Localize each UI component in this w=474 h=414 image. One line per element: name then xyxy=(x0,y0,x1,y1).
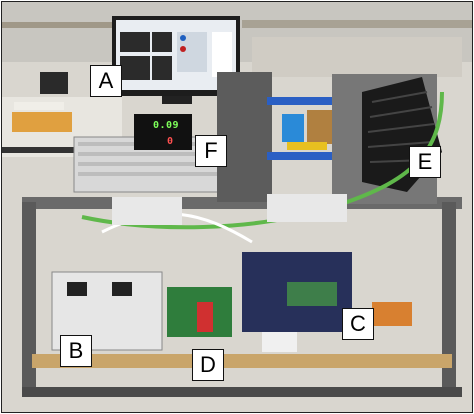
panel-sockets xyxy=(14,102,64,110)
monitor-stand xyxy=(162,96,192,104)
label-a: A xyxy=(90,65,122,97)
orange-board xyxy=(12,112,72,132)
orange-module xyxy=(372,302,412,326)
meter-top-readout: 0.09 xyxy=(153,120,180,131)
drive-box-right xyxy=(267,194,347,222)
back-shelf-left xyxy=(2,22,112,28)
red-relay xyxy=(197,302,213,332)
label-f: F xyxy=(195,135,227,167)
coupling xyxy=(282,114,304,142)
drive-box-left xyxy=(112,197,182,225)
bench-bottom-beam xyxy=(22,387,462,397)
screen-plot-4 xyxy=(152,56,172,80)
meter-bottom-readout: 0 xyxy=(167,136,174,147)
back-shelf-right xyxy=(242,20,472,28)
fan-box xyxy=(40,72,68,94)
bench-right-leg xyxy=(442,202,456,392)
screen-controls xyxy=(212,32,232,77)
wood-shelf xyxy=(32,354,452,368)
right-bench-items xyxy=(252,37,462,77)
control-board-c xyxy=(287,282,337,306)
yellow-sensor xyxy=(287,142,327,150)
label-b: B xyxy=(60,335,92,367)
screen-plot-1 xyxy=(120,32,150,52)
screen-plot-2 xyxy=(152,32,172,52)
small-board xyxy=(262,332,297,352)
label-d: D xyxy=(192,349,224,381)
blue-rod-top xyxy=(267,97,357,105)
label-c: C xyxy=(342,308,374,340)
keyboard xyxy=(2,147,92,153)
digital-meter xyxy=(134,114,192,150)
blue-rod-bottom xyxy=(267,152,357,160)
screen-plot-3 xyxy=(120,56,150,80)
bench-left-leg xyxy=(22,202,36,392)
label-e: E xyxy=(409,146,441,178)
